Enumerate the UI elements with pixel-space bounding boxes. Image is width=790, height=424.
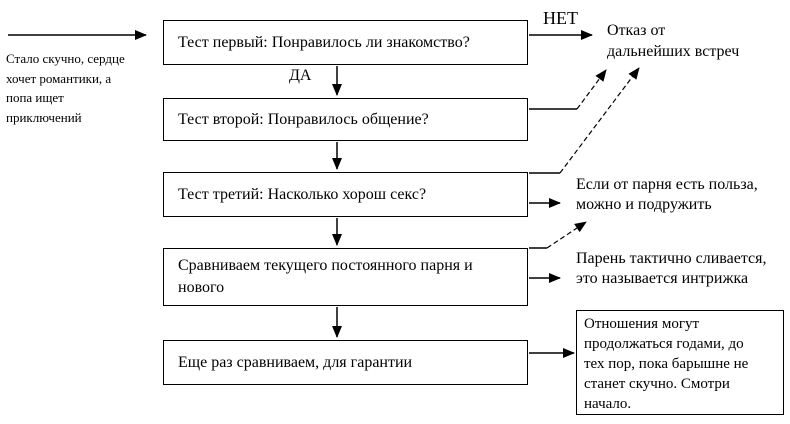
annotation-benefit: Если от парня есть польза, можно и подру…	[576, 176, 758, 213]
outcome-box-text: Отношения могут продолжаться годами, до …	[584, 316, 749, 412]
flow-box-compare-text: Сравниваем текущего постоянного парня и …	[178, 257, 473, 296]
flow-box-test-first: Тест первый: Понравилось ли знакомство?	[163, 20, 528, 65]
flow-box-test-second-text: Тест второй: Понравилось общение?	[178, 110, 429, 128]
annotation-intrigue: Парень тактично сливается, это называетс…	[576, 250, 767, 287]
dashed-arrow-test3-to-refusal	[559, 67, 640, 174]
outcome-box: Отношения могут продолжаться годами, до …	[576, 310, 784, 415]
label-no: НЕТ	[543, 8, 578, 28]
label-yes: ДА	[289, 67, 312, 84]
flow-box-test-first-text: Тест первый: Понравилось ли знакомство?	[178, 33, 470, 51]
flow-box-compare: Сравниваем текущего постоянного парня и …	[163, 248, 528, 306]
annotation-refusal: Отказ от дальнейших встреч	[607, 22, 740, 60]
flow-box-test-third-text: Тест третий: Насколько хорош секс?	[178, 185, 427, 203]
flow-box-test-second: Тест второй: Понравилось общение?	[163, 98, 528, 141]
flow-box-recompare-text: Еще раз сравниваем, для гарантии	[178, 353, 413, 371]
start-note: Стало скучно, сердце хочет романтики, а …	[6, 51, 125, 125]
dashed-arrow-compare-to-benefit	[546, 221, 587, 249]
flow-box-recompare: Еще раз сравниваем, для гарантии	[163, 340, 528, 385]
flow-box-test-third: Тест третий: Насколько хорош секс?	[163, 172, 528, 217]
dashed-arrow-test2-to-refusal	[576, 69, 607, 110]
